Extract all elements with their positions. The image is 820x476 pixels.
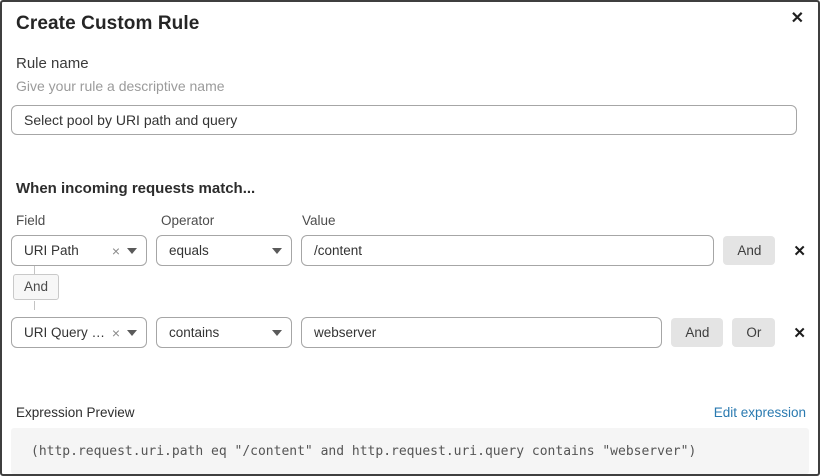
expression-preview-label: Expression Preview (16, 405, 135, 420)
field-select-value: URI Path (24, 243, 79, 258)
condition-row: URI Path × equals And ✕ (11, 235, 809, 266)
remove-condition-icon[interactable]: ✕ (790, 324, 809, 342)
operator-column-label: Operator (161, 213, 215, 228)
and-button[interactable]: And (723, 236, 776, 265)
rule-name-input[interactable] (11, 105, 797, 135)
rule-name-label: Rule name (16, 55, 89, 72)
value-input[interactable] (301, 317, 663, 348)
remove-condition-icon[interactable]: ✕ (790, 242, 809, 260)
close-icon[interactable]: ✕ (790, 10, 804, 27)
match-section-heading: When incoming requests match... (16, 180, 256, 197)
connector-line (34, 266, 35, 274)
expression-code-block: (http.request.uri.path eq "/content" and… (11, 428, 809, 474)
operator-select-value: contains (169, 325, 220, 340)
clear-icon[interactable]: × (111, 242, 120, 259)
clear-icon[interactable]: × (111, 324, 120, 341)
condition-row: URI Query St... × contains And Or ✕ (11, 317, 809, 348)
rule-name-helper: Give your rule a descriptive name (16, 78, 225, 94)
edit-expression-link[interactable]: Edit expression (713, 405, 806, 420)
connector-zone: And (11, 266, 810, 310)
operator-select[interactable]: contains (156, 317, 292, 348)
chevron-down-icon (272, 329, 282, 336)
value-input[interactable] (301, 235, 715, 266)
and-button[interactable]: And (671, 318, 724, 347)
field-select[interactable]: URI Query St... × (11, 317, 147, 348)
connector-line (34, 301, 35, 310)
field-column-label: Field (16, 213, 46, 228)
operator-select-value: equals (169, 243, 209, 258)
expression-preview-header: Expression Preview Edit expression (16, 405, 806, 420)
field-select[interactable]: URI Path × (11, 235, 147, 266)
dialog-header: Create Custom Rule ✕ (16, 10, 806, 36)
chevron-down-icon (127, 329, 137, 336)
operator-select[interactable]: equals (156, 235, 292, 266)
and-connector-badge: And (13, 274, 60, 300)
dialog-title: Create Custom Rule (16, 13, 200, 34)
chevron-down-icon (127, 247, 137, 254)
chevron-down-icon (272, 247, 282, 254)
column-labels: Field Operator Value (16, 213, 810, 228)
or-button[interactable]: Or (732, 318, 776, 347)
value-column-label: Value (302, 213, 336, 228)
field-select-value: URI Query St... (24, 325, 108, 340)
